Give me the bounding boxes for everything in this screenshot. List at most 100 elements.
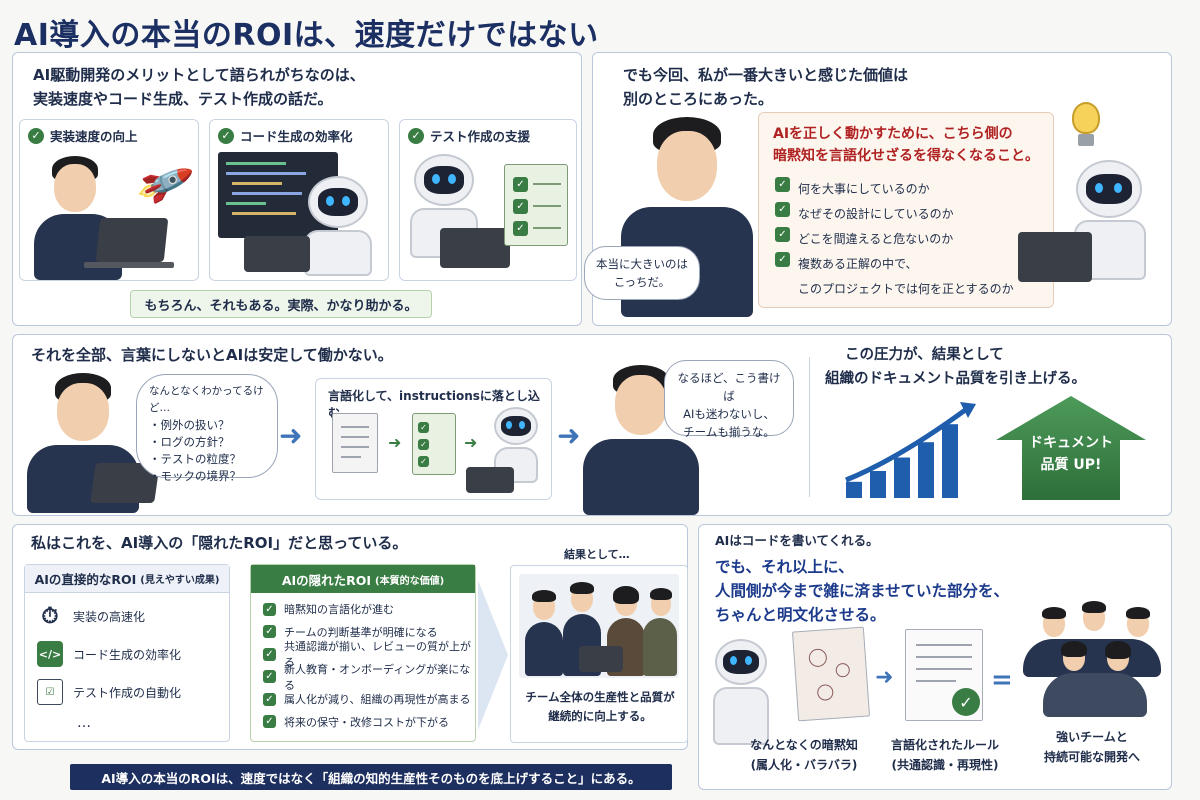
check-icon: ✓ <box>263 670 276 684</box>
implicit-knowledge-list: ✓ 何を大事にしているのか ✓なぜその設計にしているのか ✓どこを間違えると危ない… <box>775 177 1014 302</box>
list-item-text: 複数ある正解の中で、 <box>798 257 918 271</box>
checklist-icon: ☑ <box>37 679 63 705</box>
thought-item: ・ログの方針？ <box>149 435 230 449</box>
confident-person <box>581 365 701 515</box>
pressure-result-1: この圧力が、結果として <box>845 347 1004 363</box>
laptop-icon <box>440 228 510 268</box>
card-speed: ✓実装速度の向上 🚀 <box>19 119 199 281</box>
messy-document-icon <box>791 626 871 722</box>
hidden-roi-item: ✓ 将来の保守・改修コストが下がる <box>251 711 475 734</box>
list-item-text: 何を大事にしているのか <box>798 182 930 196</box>
panel-benefits: AI駆動開発のメリットとして語られがちなのは、 実装速度やコード生成、テスト作成… <box>12 52 582 326</box>
chevron-right-icon <box>478 580 508 730</box>
panel-hidden-roi-text: 私はこれを、AI導入の「隠れたROI」だと思っている。 <box>31 534 408 552</box>
list-item: ✓どこを間違えると危ないのか <box>775 227 1014 252</box>
caption-rules-1: 言語化されたルール <box>890 738 999 752</box>
hidden-roi-header: AIの隠れたROI(本質的な価値) <box>251 565 475 593</box>
check-icon: ✓ <box>775 202 790 217</box>
thought-item: ・例外の扱い？ <box>149 418 230 432</box>
growth-bar <box>894 457 910 498</box>
direct-roi-item-text: テスト作成の自動化 <box>73 685 182 700</box>
arrow-right-icon: ➜ <box>464 433 478 452</box>
robot-figure <box>709 639 779 749</box>
rocket-icon: 🚀 <box>133 153 197 215</box>
list-item: ✓複数ある正解の中で、 <box>775 252 1014 277</box>
direct-roi-item: </> コード生成の効率化 <box>25 635 229 673</box>
conclusion-text-2: でも、それ以上に、 <box>715 558 854 576</box>
check-icon: ✓ <box>775 227 790 242</box>
hidden-roi-item-text: 暗黙知の言語化が進む <box>284 603 394 617</box>
check-icon: ✓ <box>263 715 276 729</box>
card-codegen-label: コード生成の効率化 <box>240 129 353 144</box>
rules-document-icon: ✓ <box>905 629 983 721</box>
quality-up-arrow <box>996 396 1146 500</box>
quality-up-label: ドキュメント 品質 UP! <box>996 432 1146 476</box>
caption-implicit-1: なんとなくの暗黙知 <box>750 738 858 752</box>
caption-team: 強いチームと 持続可能な開発へ <box>1017 727 1167 767</box>
speech-bubble: 本当に大きいのは こっちだ。 <box>584 246 700 300</box>
quality-up-line-1: ドキュメント <box>1029 435 1113 451</box>
laptop-icon <box>1018 232 1092 282</box>
list-item: ✓なぜその設計にしているのか <box>775 202 1014 227</box>
footer-banner: AI導入の本当のROIは、速度ではなく「組織の知的生産性そのものを底上げすること… <box>70 764 672 790</box>
thought-title: なんとなくわかってるけど… <box>149 385 264 414</box>
bubble-line-2: こっちだ。 <box>613 275 671 289</box>
hidden-roi-item-text: 新人教育・オンボーディングが楽になる <box>284 662 471 692</box>
panel-real-value-text-1: でも今回、私が一番大きいと感じた価値は <box>623 66 909 84</box>
growth-bar-chart <box>845 402 976 498</box>
caption-rules-2: (共通認識・再現性) <box>891 758 999 772</box>
team-figure <box>1017 601 1167 717</box>
hidden-roi-sub: (本質的な価値) <box>375 575 445 587</box>
caption-implicit: なんとなくの暗黙知 (属人化・バラバラ) <box>729 735 879 775</box>
laptop-icon <box>466 467 514 493</box>
caption-rules: 言語化されたルール (共通認識・再現性) <box>875 735 1015 775</box>
direct-roi-ellipsis: … <box>77 715 91 731</box>
hidden-roi-item-text: チームの判断基準が明確になる <box>284 625 438 639</box>
card-codegen: ✓ コード生成の効率化 <box>209 119 389 281</box>
hidden-roi-item-text: 共通認識が揃い、レビューの質が上がる <box>284 640 471 670</box>
caption-implicit-2: (属人化・バラバラ) <box>750 758 858 772</box>
check-icon: ✓ <box>263 602 276 616</box>
check-icon: ✓ <box>263 647 276 661</box>
direct-roi-header: AIの直接的なROI(見えやすい成果) <box>25 565 229 593</box>
direct-roi-item-text: コード生成の効率化 <box>73 647 182 662</box>
check-icon: ✓ <box>952 688 980 716</box>
check-icon: ✓ <box>408 127 424 144</box>
list-item-continued: このプロジェクトでは何を正とするのか <box>775 277 1014 302</box>
heading-line-1: AIを正しく動かすために、こちら側の <box>773 126 1013 142</box>
divider <box>809 357 810 497</box>
check-icon: ✓ <box>263 625 276 639</box>
check-icon: ✓ <box>775 177 790 192</box>
bubble-line-1: 本当に大きいのは <box>596 257 688 271</box>
result-line-1: チーム全体の生産性と品質が <box>525 690 675 704</box>
checklist-icon: ✓ ✓ ✓ <box>504 164 568 246</box>
equals-sign: = <box>991 665 1013 695</box>
implicit-knowledge-heading: AIを正しく動かすために、こちら側の 暗黙知を言語化せざるを得なくなること。 <box>773 123 1039 167</box>
team-photo <box>519 574 679 678</box>
thought-bubble: なんとなくわかってるけど… ・例外の扱い？ ・ログの方針？ ・テストの粒度？ ・… <box>136 374 278 483</box>
bubble-line-1: なるほど、こう書けば <box>677 371 781 403</box>
verbalize-step-box: 言語化して、instructionsに落とし込む ➜ ✓ ✓ ✓ ➜ <box>315 378 552 500</box>
direct-roi-column: AIの直接的なROI(見えやすい成果) ⏱ 実装の高速化 </> コード生成の効率化… <box>24 564 230 742</box>
check-icon: ✓ <box>218 127 234 144</box>
growth-bar <box>942 424 958 498</box>
hidden-roi-title: AIの隠れたROI <box>281 572 372 588</box>
arrow-right-icon: ➜ <box>557 419 581 452</box>
direct-roi-item-text: 実装の高速化 <box>73 609 146 624</box>
hidden-roi-item-text: 将来の保守・改修コストが下がる <box>284 715 449 729</box>
check-icon: ✓ <box>28 127 44 144</box>
code-icon: </> <box>37 641 63 667</box>
hidden-roi-item-text: 属人化が減り、組織の再現性が高まる <box>284 693 471 707</box>
list-item: ✓ 何を大事にしているのか <box>775 177 1014 202</box>
thought-item: ・テストの粒度？ <box>149 452 241 466</box>
lightbulb-icon <box>1066 98 1106 154</box>
panel-benefits-text-2: 実装速度やコード生成、テスト作成の話だ。 <box>33 90 333 108</box>
result-label: 結果として… <box>564 548 630 561</box>
growth-bar <box>846 481 862 498</box>
thought-item: ・モックの境界？ <box>149 469 241 483</box>
result-box: チーム全体の生産性と品質が 継続的に向上する。 <box>510 565 688 743</box>
stopwatch-icon: ⏱ <box>41 603 59 629</box>
document-icon <box>332 413 378 473</box>
arrow-right-icon: ➜ <box>279 419 303 452</box>
laptop-icon <box>95 218 169 262</box>
